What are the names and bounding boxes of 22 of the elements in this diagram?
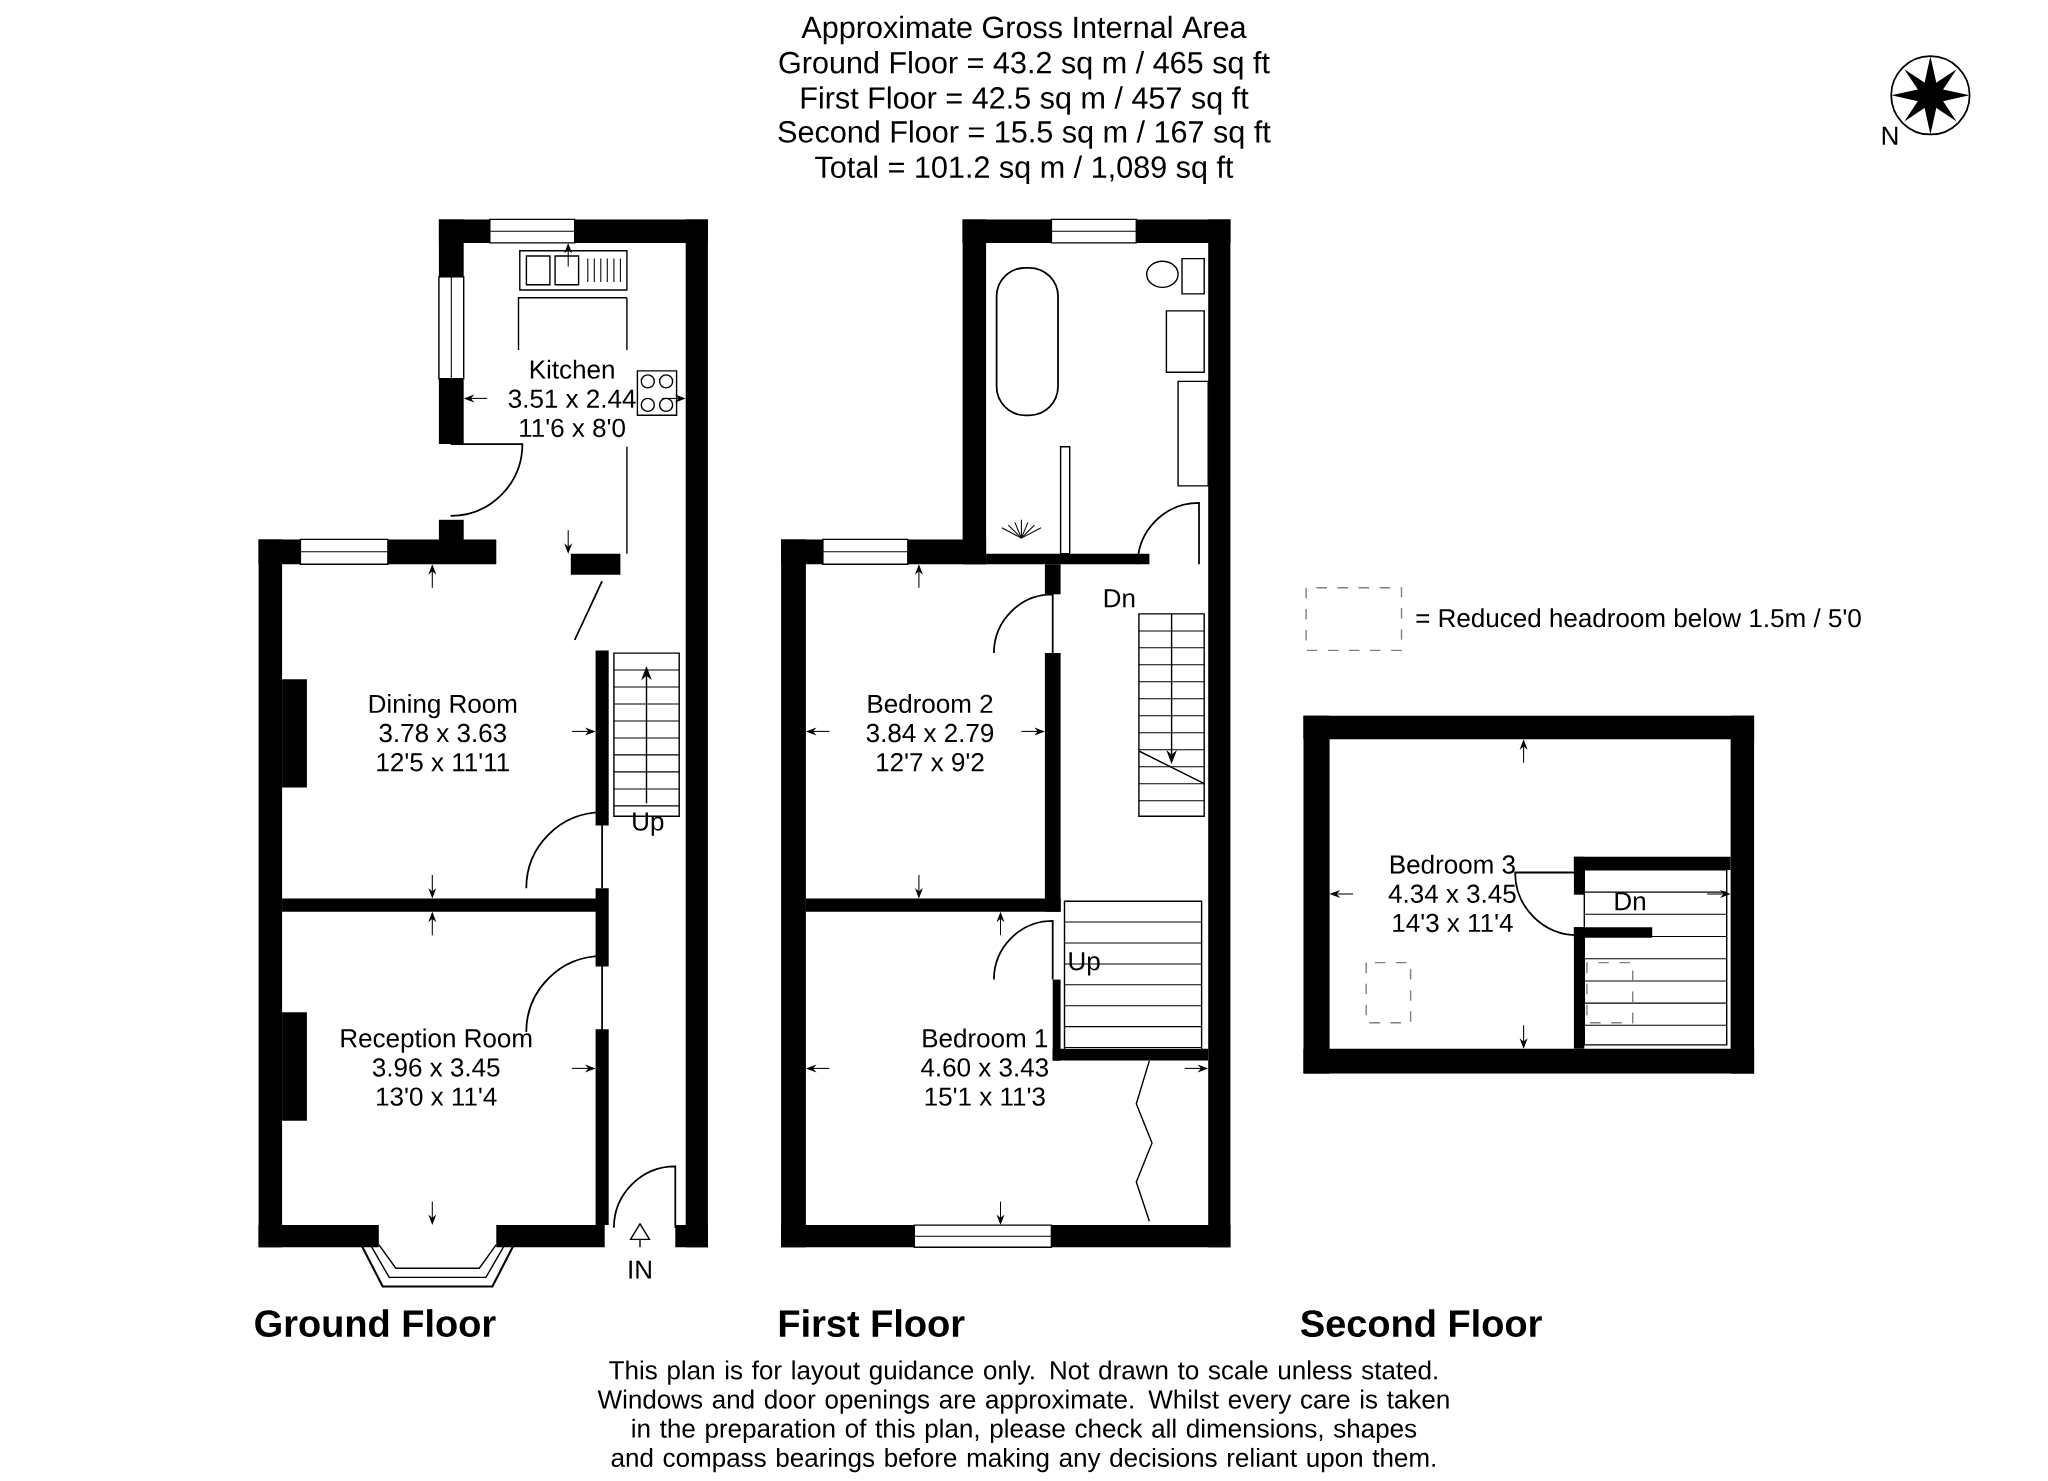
- title: Approximate Gross Internal Area: [801, 15, 1247, 45]
- room-label: Bedroom 1 4.60 x 3.43 15'1 x 11'3: [921, 1028, 1048, 1106]
- area-text: Second Floor = 15.5 sq m / 167 sq ft: [778, 120, 1271, 149]
- disclaimer-text: This plan is for layout guidance only. Not drawn to scale unless stated. Windows and door openings are approximate. Whilst every care is taken in the preparation of this plan, please check all dimensions, shapes and compass bearings before making any decisions reliant upon them.: [597, 1360, 1449, 1473]
- room-label: Reception Room 3.96 x 3.45 13'0 x 11'4: [341, 1028, 532, 1106]
- room-label: Bedroom 2 3.84 x 2.79 12'7 x 9'2: [866, 693, 994, 772]
- room-label: Kitchen 3.51 x 2.44 11'6 x 8'0: [508, 359, 636, 438]
- room-label: Bedroom 3 4.34 x 3.45 14'3 x 11'4: [1388, 854, 1516, 933]
- area-text: First Floor = 42.5 sq m / 457 sq ft: [801, 86, 1249, 115]
- stair-label: Up: [633, 812, 664, 836]
- stair-label: Dn: [1615, 892, 1645, 911]
- compass-letter: N: [1882, 126, 1898, 145]
- floor-title: First Floor: [779, 1309, 965, 1338]
- entrance-label: IN: [629, 1260, 651, 1279]
- stair-label: Dn: [1104, 589, 1135, 608]
- stair-label: Up: [1069, 952, 1100, 976]
- floor-title: Second Floor: [1300, 1309, 1542, 1338]
- legend-text: = Reduced headroom below 1.5m / 5'0: [1416, 608, 1861, 628]
- area-text: Total = 101.2 sq m / 1,089 sq ft: [815, 155, 1234, 185]
- room-label: Dining Room 3.78 x 3.63 12'5 x 11'11: [369, 693, 517, 772]
- floor-title: Ground Floor: [255, 1309, 496, 1338]
- area-text: Ground Floor = 43.2 sq m / 465 sq ft: [779, 51, 1270, 80]
